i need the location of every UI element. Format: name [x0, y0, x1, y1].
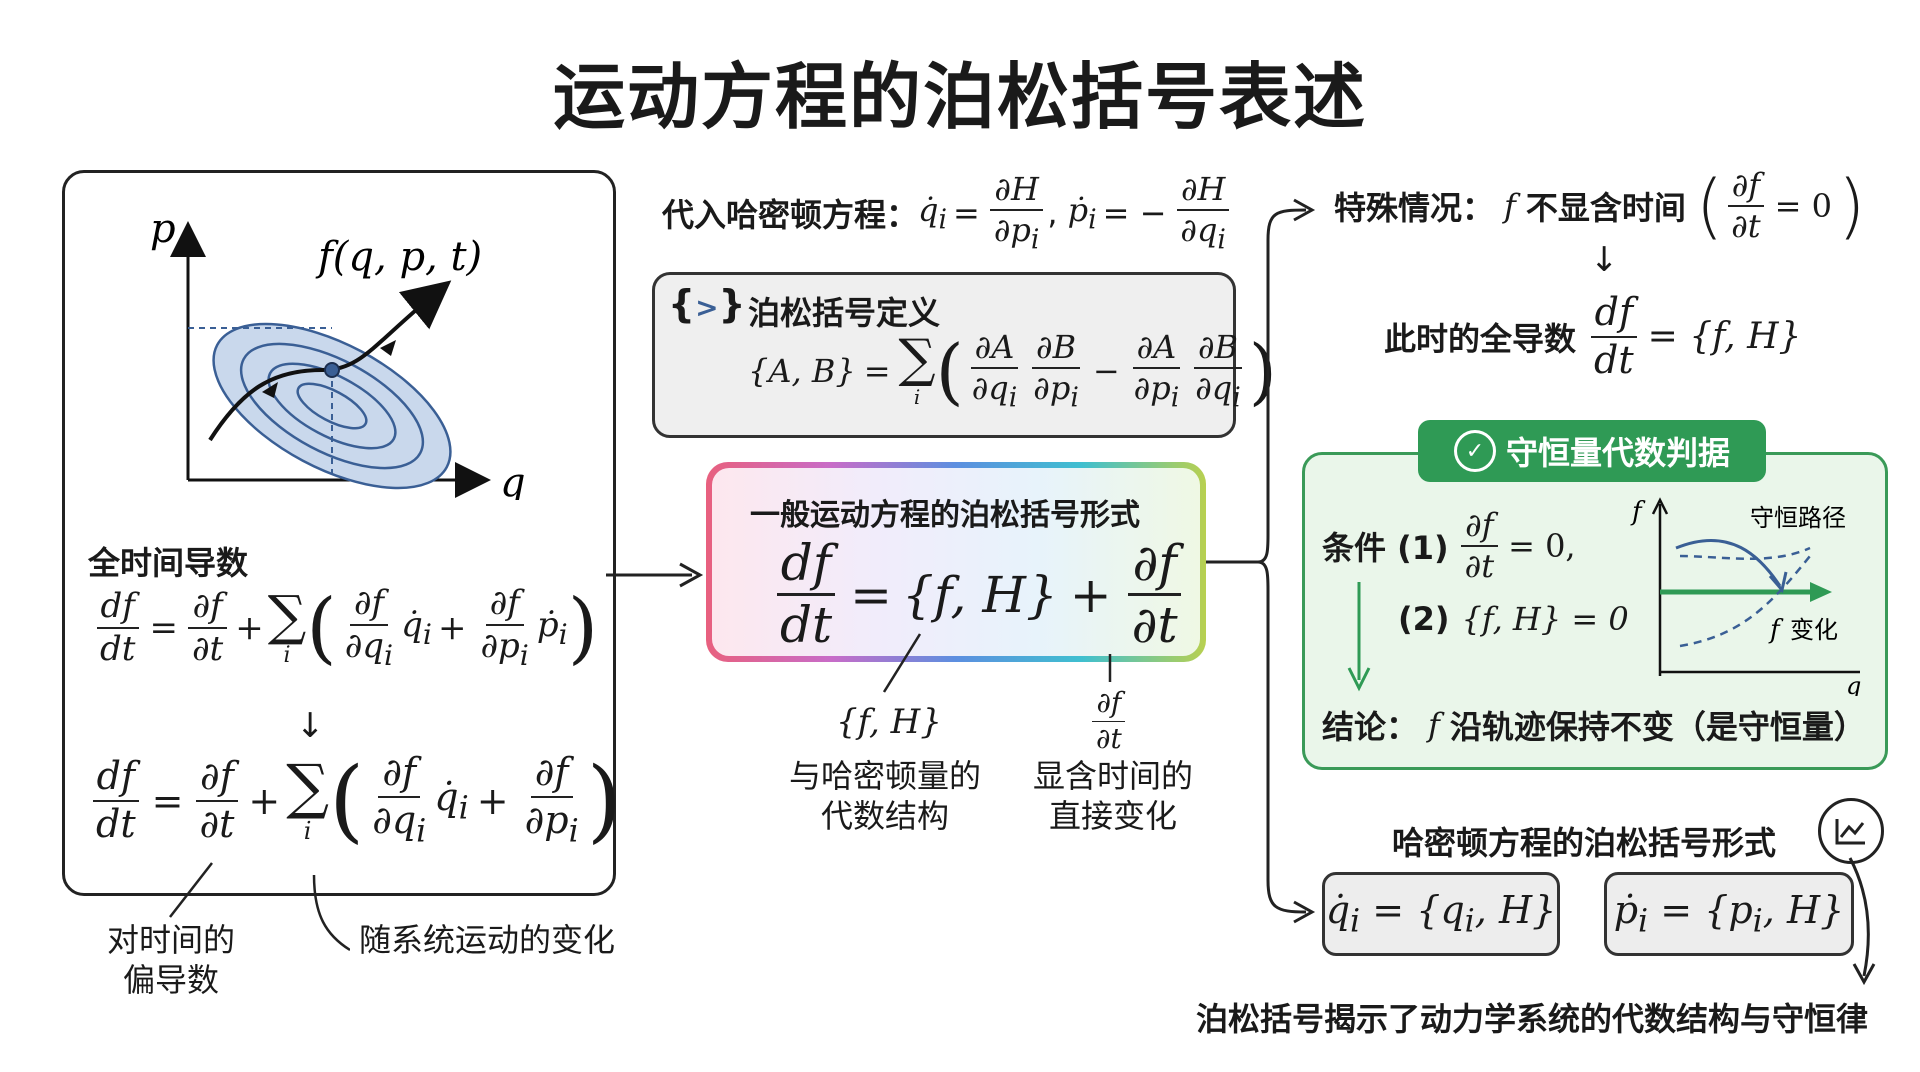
- main-heading: 一般运动方程的泊松括号形式: [750, 498, 1140, 533]
- poisson-definition-box: [652, 272, 1236, 438]
- special-case-line: 特殊情况： f 不显含时间 ( ∂f∂t = 0 ): [1334, 165, 1866, 248]
- hamilton-equations-line: 代入哈密顿方程： q̇i= ∂H∂pi, ṗi= − ∂H∂qi: [662, 171, 1234, 255]
- total-derivative-heading: 全时间导数: [88, 544, 249, 582]
- total-derivative-panel: [62, 170, 616, 896]
- page-title: 运动方程的泊松括号表述: [552, 55, 1367, 139]
- footer-summary: 泊松括号揭示了动力学系统的代数结构与守恒律: [1196, 1000, 1869, 1038]
- svg-text:f: f: [1768, 615, 1784, 645]
- fh-symbol: {f, H}: [836, 702, 942, 742]
- q-dot-equation: q̇i = {qi, H}: [1322, 872, 1560, 956]
- bracket-icon: {>}: [668, 282, 746, 326]
- conserved-quantity-box: [1302, 452, 1888, 770]
- curve-label: f(q, p, t): [315, 234, 482, 280]
- definition-heading: 泊松括号定义: [748, 294, 941, 332]
- svg-text:q: q: [1846, 672, 1861, 696]
- trajectory-curve: [208, 280, 452, 442]
- check-circle-icon: ✓: [1453, 430, 1496, 472]
- partial-t-annotation: 显含时间的直接变化: [1032, 757, 1193, 835]
- hamilton-form-heading: 哈密顿方程的泊松括号形式: [1392, 824, 1777, 862]
- p-axis-label: p: [150, 206, 176, 252]
- conserved-path-plot: f q 守恒路径 f 变化: [1630, 497, 1861, 696]
- svg-text:守恒路径: 守恒路径: [1750, 504, 1846, 532]
- chart-trend-icon: [1818, 798, 1884, 864]
- note-motion-change: 随系统运动的变化: [358, 921, 615, 959]
- poisson-bracket-definition: {A, B}= ∑i ( ∂A∂qi ∂B∂pi − ∂A∂pi ∂B∂qi ): [748, 328, 1277, 414]
- down-arrow: ↓: [296, 706, 325, 746]
- p-dot-equation: ṗi = {pi, H}: [1604, 872, 1854, 956]
- special-down-arrow: ↓: [1590, 240, 1619, 280]
- condition-2: (2) {f, H} = 0: [1398, 600, 1629, 638]
- conserved-heading-badge: ✓ 守恒量代数判据: [1418, 420, 1766, 482]
- q-axis-label: q: [500, 460, 526, 500]
- partial-t-symbol: ∂f∂t: [1088, 687, 1130, 755]
- svg-text:f: f: [1630, 497, 1646, 527]
- conclusion: 结论： f 沿轨迹保持不变（是守恒量）: [1322, 706, 1866, 746]
- svg-text:变化: 变化: [1790, 616, 1838, 644]
- phase-space-plot: p q f(q, p, t): [150, 206, 526, 500]
- note-partial-derivative: 对时间的偏导数: [106, 921, 235, 999]
- state-point: [324, 362, 340, 378]
- condition-1: 条件 (1) ∂f∂t = 0,: [1322, 506, 1576, 586]
- fh-annotation: 与哈密顿量的代数结构: [788, 757, 981, 835]
